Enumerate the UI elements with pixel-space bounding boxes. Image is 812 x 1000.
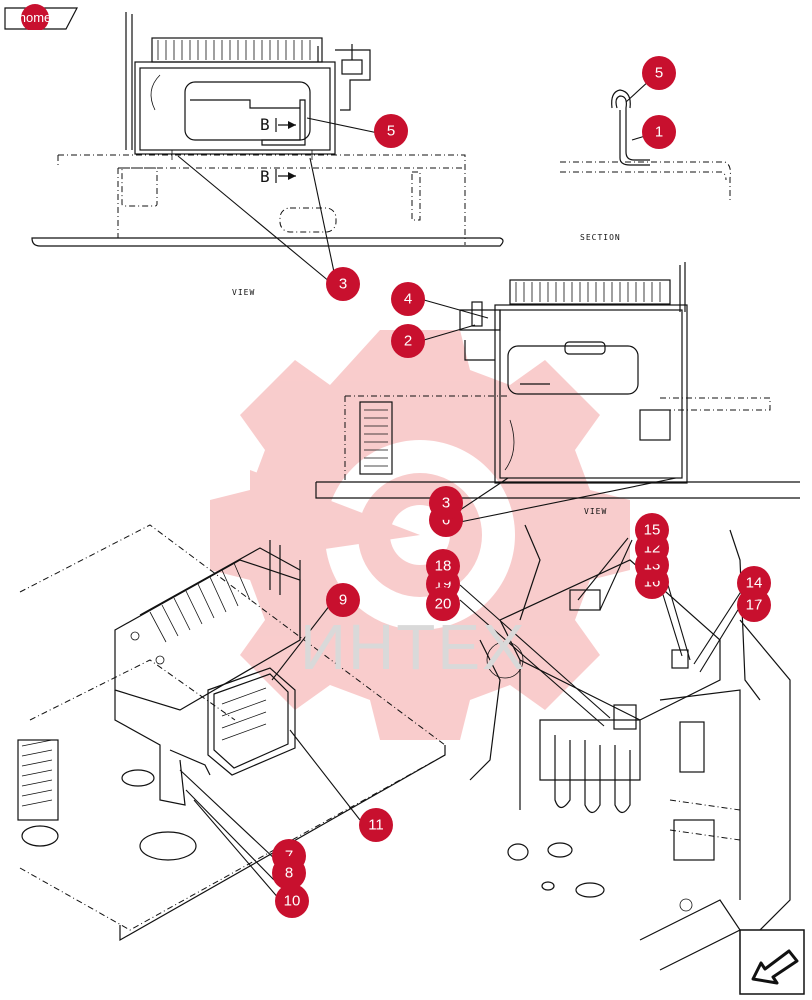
watermark-logo — [210, 330, 630, 740]
svg-text:11: 11 — [368, 817, 384, 834]
svg-text:4: 4 — [404, 291, 412, 308]
svg-text:1: 1 — [655, 124, 663, 141]
svg-text:20: 20 — [435, 596, 452, 613]
svg-text:14: 14 — [746, 575, 763, 592]
svg-text:18: 18 — [435, 558, 452, 575]
middle-view-drawing — [315, 262, 800, 499]
svg-text:5: 5 — [387, 123, 395, 140]
svg-text:3: 3 — [442, 495, 450, 512]
callout-10[interactable]: 10 — [275, 884, 309, 918]
svg-text:3: 3 — [339, 276, 347, 293]
callout-9[interactable]: 9 — [326, 583, 360, 617]
home-tab-shape — [4, 4, 78, 32]
svg-text:17: 17 — [746, 597, 763, 614]
callout-4[interactable]: 4 — [391, 282, 425, 316]
home-button[interactable]: home — [4, 4, 78, 32]
callout-3-middle-view[interactable]: 3 — [429, 486, 463, 520]
svg-text:9: 9 — [339, 592, 347, 609]
callout-14[interactable]: 14 — [737, 566, 771, 600]
svg-text:10: 10 — [284, 893, 301, 910]
callout-1-section[interactable]: 1 — [642, 115, 676, 149]
callout-3-top-view[interactable]: 3 — [326, 267, 360, 301]
callout-group: 5 5 1 3 4 2 6 3 16 13 12 15 17 14 19 18 … — [272, 56, 771, 918]
callout-5-top-view[interactable]: 5 — [374, 114, 408, 148]
callout-8[interactable]: 8 — [272, 856, 306, 890]
callout-18[interactable]: 18 — [426, 549, 460, 583]
top-view-drawing: B B — [31, 12, 504, 247]
svg-text:5: 5 — [655, 65, 663, 82]
callout-5-section[interactable]: 5 — [642, 56, 676, 90]
view-label-middle: VIEW — [584, 507, 607, 516]
callout-15[interactable]: 15 — [635, 513, 669, 547]
view-label-top: VIEW — [232, 288, 255, 297]
section-detail-drawing — [560, 89, 731, 200]
svg-text:15: 15 — [644, 522, 661, 539]
section-marker-b-lower: B — [260, 167, 270, 186]
svg-text:8: 8 — [285, 865, 293, 882]
callout-2[interactable]: 2 — [391, 324, 425, 358]
section-label: SECTION — [580, 233, 621, 242]
callout-11[interactable]: 11 — [359, 808, 393, 842]
next-page-button[interactable] — [739, 929, 805, 995]
arrow-down-left-icon — [739, 929, 805, 995]
section-marker-b-upper: B — [260, 115, 270, 134]
svg-text:2: 2 — [404, 333, 412, 350]
callout-20[interactable]: 20 — [426, 587, 460, 621]
